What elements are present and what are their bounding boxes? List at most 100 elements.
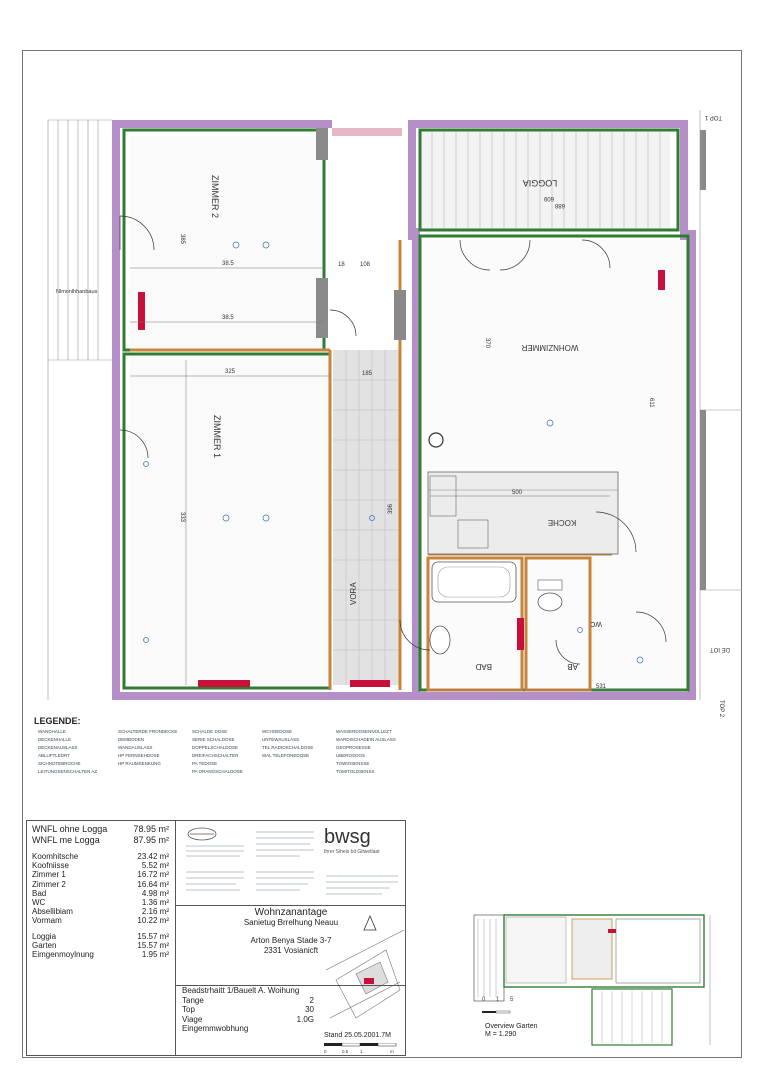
floor-vorraum bbox=[333, 350, 399, 685]
dim-688: 688 bbox=[554, 202, 565, 208]
legend-column-5: WASSERDOSENNOLLEZT WARDISCHADEIN AUSLASS… bbox=[336, 728, 396, 776]
label-nachbarhaus: Nlmonlhhanbaus bbox=[56, 289, 98, 295]
site-map-thumbnail bbox=[326, 914, 404, 1019]
area-value: 15.57 m² bbox=[137, 931, 169, 941]
legend-item: HP FERNSEHDOSE bbox=[118, 753, 160, 758]
scale-end: m bbox=[390, 1049, 394, 1054]
area-value: 87.95 m² bbox=[133, 835, 169, 845]
legend-title: LEGENDE: bbox=[34, 716, 81, 726]
area-label: Koofniisse bbox=[32, 861, 69, 871]
overview-scale-text: M = 1.290 bbox=[485, 1031, 517, 1038]
area-row: Koomhitsche 23.42 m² bbox=[32, 852, 169, 861]
legend-column-4: WCHOEDOSE UNTEWAUSLASS TEL RADIOSCHALDOS… bbox=[262, 728, 313, 760]
company-address-lines bbox=[326, 875, 398, 895]
right-neighbour-lines bbox=[699, 110, 742, 700]
vorraum-tiles bbox=[333, 350, 399, 685]
toilet bbox=[537, 579, 563, 612]
project-address: Wohnzanantage Sanietug Brrelhung Neauu A… bbox=[176, 905, 406, 986]
detail-label: Viage bbox=[182, 1014, 203, 1024]
legend-item: DEMBODEN bbox=[118, 737, 145, 742]
area-label: Koomhitsche bbox=[32, 852, 79, 861]
legend-item: TOMITOLDSENSS bbox=[336, 769, 375, 774]
dim-18: 18 bbox=[338, 262, 345, 268]
dim-185: 185 bbox=[362, 371, 373, 377]
area-value: 10.22 m² bbox=[137, 916, 169, 926]
label-koche: KOCHE bbox=[548, 518, 576, 527]
area-value: 4.98 m² bbox=[141, 888, 169, 898]
legend-item: ABLUFTLEDRT bbox=[38, 753, 70, 758]
kitchen-counter bbox=[427, 471, 619, 555]
label-weg: DE IOT bbox=[710, 646, 730, 652]
dim-611: 611 bbox=[648, 398, 654, 408]
legend-column-1: WANDHALLE DECKENHALLE DECKENAUSLASS ABLU… bbox=[38, 728, 97, 776]
detail-label: Top bbox=[182, 1005, 195, 1014]
scale-1: 1 bbox=[360, 1049, 363, 1054]
left-neighbour-lines bbox=[47, 119, 112, 700]
dim-325: 325 bbox=[225, 369, 236, 375]
area-value: 23.42 m² bbox=[137, 852, 169, 861]
legend-item: WCHOEDOSE bbox=[262, 729, 293, 734]
bathtub bbox=[431, 561, 517, 603]
label-vorraum: VORA bbox=[349, 582, 358, 605]
label-loggia: LOGGIA bbox=[523, 178, 558, 188]
title-block bbox=[26, 820, 406, 1056]
bwsg-logo-text: bwsg bbox=[324, 826, 371, 848]
legend-item: DOPPELSCHALDOSE bbox=[192, 745, 239, 750]
detail-value: 1.0G bbox=[296, 1014, 314, 1024]
area-value: 16.64 m² bbox=[137, 879, 169, 889]
label-zimmer1: ZIMMER 1 bbox=[212, 415, 222, 458]
label-bad: BAD bbox=[475, 662, 492, 671]
dim-385-a: 38.5 bbox=[222, 261, 234, 267]
legend-item: SICHNOTEBROCHE bbox=[38, 761, 81, 766]
overview-title: Overview Garten M = 1.290 bbox=[485, 1023, 538, 1039]
area-label: Absellibiam bbox=[32, 907, 73, 917]
dim-531: 531 bbox=[596, 684, 607, 690]
area-value: 16.72 m² bbox=[137, 870, 169, 880]
area-value: 5.52 m² bbox=[141, 861, 169, 871]
dim-609: 609 bbox=[543, 195, 554, 201]
dim-333: 333 bbox=[179, 512, 185, 523]
area-label: Zimmer 1 bbox=[32, 870, 66, 880]
floor-zimmer1 bbox=[130, 355, 330, 685]
legend-column-3: SCHALDE DOSE SERIE SCHALDOSE DOPPELSCHAL… bbox=[192, 728, 243, 776]
address-line-1: Arton Benya Stade 3-7 bbox=[250, 936, 332, 945]
legend-item: HP RAUMSENKUNG bbox=[118, 761, 161, 766]
north-arrow-icon bbox=[363, 914, 377, 931]
legend-item: DREIFACHSCHALTER bbox=[192, 753, 239, 758]
detail-value: 2 bbox=[309, 995, 314, 1005]
area-label: Garten bbox=[32, 940, 57, 950]
legend-item: LEITUNGSENSCHALTEN AZ bbox=[38, 769, 98, 774]
legend-item: TEL RADIOSCHALDOSE bbox=[262, 745, 314, 750]
floor-plan: ZIMMER 2 ZIMMER 1 LOGGIA WOHNZIMMER KOCH… bbox=[47, 110, 742, 718]
legend-item: SCHALTERDE FRONDECKE bbox=[118, 729, 178, 734]
legend-item: WAL TELEFONEDOSE bbox=[262, 753, 310, 758]
area-label: WNFL ohne Logga bbox=[32, 824, 108, 834]
area-label: WC bbox=[32, 898, 46, 908]
area-label: WNFL me Logga bbox=[32, 835, 100, 845]
area-row: Bad 4.98 m² bbox=[32, 889, 169, 898]
scale-bar bbox=[324, 1043, 397, 1047]
dimension-lines bbox=[130, 267, 680, 691]
area-label: Loggia bbox=[32, 931, 57, 941]
partner-logos bbox=[186, 827, 314, 891]
scale-0: 0 bbox=[324, 1049, 327, 1054]
legend-item: TOWIOSENSSE bbox=[336, 761, 370, 766]
area-value: 2.16 m² bbox=[141, 907, 169, 917]
project-title: Wohnzanantage bbox=[254, 907, 328, 918]
area-label: Bad bbox=[32, 888, 47, 898]
overview-plan bbox=[473, 914, 711, 1046]
washbasin bbox=[429, 625, 451, 655]
legend-item: PA ORANGSCHALDOSE bbox=[192, 769, 243, 774]
legend-item: WANDAUSLASS bbox=[118, 745, 153, 750]
overview-scale-1: 1 bbox=[496, 997, 500, 1003]
area-value: 1.36 m² bbox=[141, 898, 169, 908]
project-line: Beadstrhaitt 1/Bauelt A. Woihung bbox=[182, 986, 300, 995]
legend-item: PA TEDOSE bbox=[192, 761, 218, 766]
